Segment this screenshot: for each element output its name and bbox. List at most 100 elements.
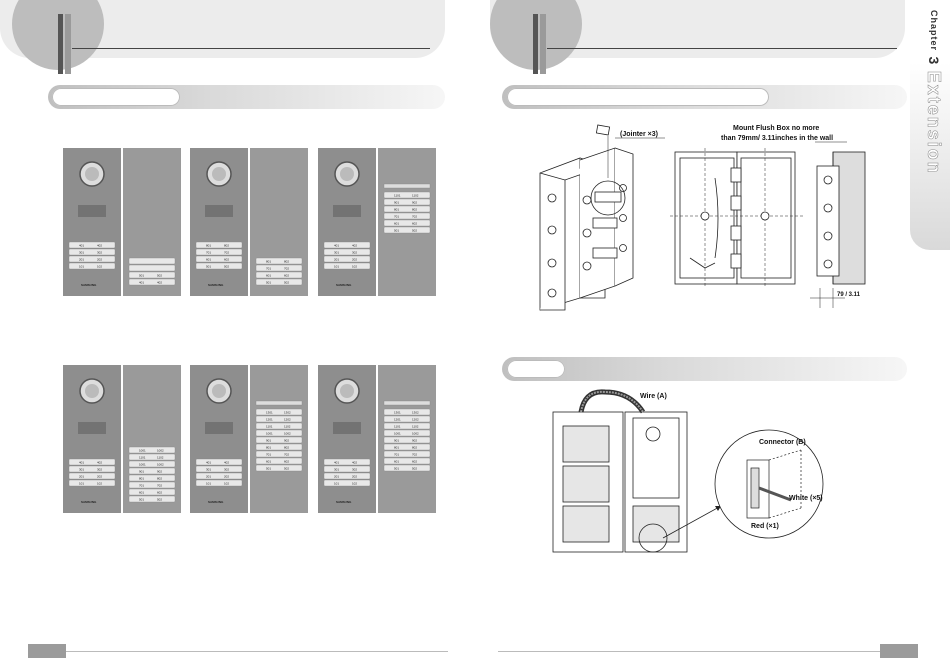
apartment-number: 1001 — [266, 431, 273, 435]
apartment-number: 202 — [97, 474, 102, 478]
apartment-number: 602 — [224, 257, 229, 261]
brand-logo: SAMSUNG — [336, 283, 352, 287]
apartment-number: 702 — [284, 266, 289, 270]
brand-logo: SAMSUNG — [336, 500, 352, 504]
apartment-number: 1101 — [266, 424, 273, 428]
apartment-number: 802 — [224, 243, 229, 247]
apartment-number: 401 — [334, 243, 339, 247]
apartment-number: 402 — [157, 280, 162, 284]
brand-logo: SAMSUNG — [208, 283, 224, 287]
right-section-pill-1 — [507, 88, 769, 106]
extension-panel-body — [250, 148, 308, 296]
apartment-number: 1002 — [157, 462, 164, 466]
connector-label: Connector (B) — [759, 439, 806, 446]
apartment-number: 1201 — [266, 417, 273, 421]
apartment-number: 601 — [394, 459, 399, 463]
apartment-number: 1302 — [284, 410, 291, 414]
apartment-number: 201 — [334, 474, 339, 478]
extension-panel-body — [123, 365, 181, 513]
apartment-number: 501 — [139, 497, 144, 501]
left-section-bar — [48, 85, 445, 109]
apartment-number: 902 — [412, 438, 417, 442]
extension-panel-body — [123, 148, 181, 296]
apartment-number: 301 — [79, 250, 84, 254]
apartment-number: 701 — [394, 452, 399, 456]
apartment-number: 602 — [412, 221, 417, 225]
speaker-grill-icon — [205, 205, 233, 217]
camera-lens-inner — [85, 167, 99, 181]
apartment-number: 302 — [97, 467, 102, 471]
chapter-heading: Chapter 3 Extension — [923, 10, 945, 175]
apartment-number: 901 — [394, 438, 399, 442]
apartment-number: 401 — [334, 460, 339, 464]
chapter-tab: Chapter 3 Extension — [910, 0, 950, 250]
apartment-number: 1101 — [394, 193, 401, 197]
mount-label-line2: than 79mm/ 3.11inches in the wall — [721, 135, 833, 142]
apartment-number: 401 — [79, 243, 84, 247]
extension-keypad-row: 1001 1002 — [255, 429, 303, 437]
apartment-number: 502 — [412, 466, 417, 470]
speaker-grill-icon — [78, 205, 106, 217]
right-header-line — [547, 48, 897, 49]
extension-keypad-row: 1001 1002 — [128, 460, 176, 468]
apartment-number: 701 — [394, 214, 399, 218]
apartment-number: 202 — [97, 257, 102, 261]
apartment-number: 402 — [352, 460, 357, 464]
apartment-number: 801 — [394, 445, 399, 449]
apartment-number: 402 — [352, 243, 357, 247]
white-wire-label: White (×5) — [789, 495, 823, 502]
apartment-number: 102 — [352, 264, 357, 268]
flush-box-front-view — [670, 148, 805, 288]
camera-lens-inner — [212, 167, 226, 181]
camera-lens-inner — [340, 167, 354, 181]
extension-keypad-row: 1101 1102 — [255, 422, 303, 430]
apartment-number: 201 — [334, 257, 339, 261]
apartment-number: 802 — [412, 445, 417, 449]
main-keypad-row: 201 202 — [68, 255, 116, 263]
apartment-number: 1002 — [284, 431, 291, 435]
mount-label-line1: Mount Flush Box no more — [733, 125, 819, 132]
apartment-number: 201 — [79, 257, 84, 261]
apartment-number: 301 — [334, 250, 339, 254]
apartment-number: 1002 — [412, 431, 419, 435]
apartment-number: 902 — [412, 200, 417, 204]
apartment-number: 1101 — [139, 455, 146, 459]
left-header-bar-accent — [65, 14, 71, 74]
right-header-bar-accent — [540, 14, 546, 74]
wire-label: Wire (A) — [640, 393, 667, 400]
speaker-grill-icon — [333, 205, 361, 217]
apartment-number: 801 — [266, 445, 271, 449]
apartment-number: 701 — [139, 483, 144, 487]
apartment-number: 1102 — [284, 424, 291, 428]
apartment-number: 801 — [206, 243, 211, 247]
jointer-label: (Jointer ×3) — [620, 131, 658, 138]
apartment-number: 302 — [224, 467, 229, 471]
apartment-number: 601 — [139, 490, 144, 494]
apartment-number: 502 — [157, 273, 162, 277]
apartment-number: 1001 — [139, 462, 146, 466]
